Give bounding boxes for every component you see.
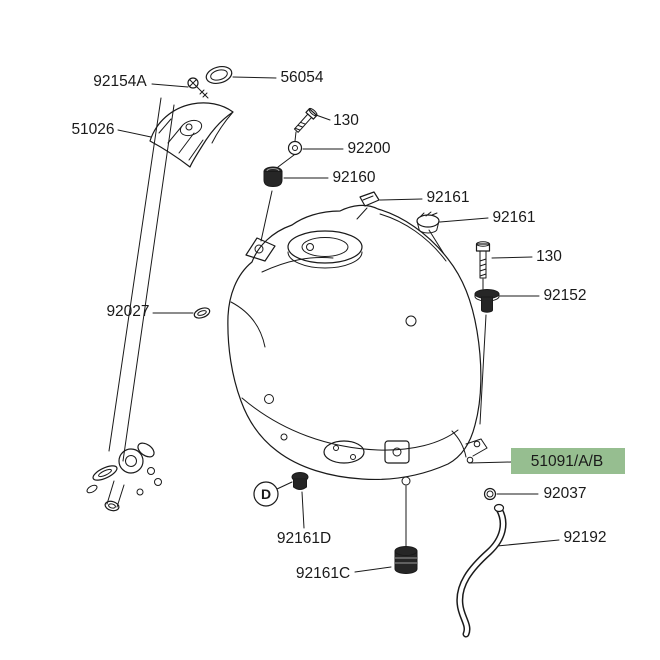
- part-rubber-cap-92161: [416, 211, 440, 234]
- part-label-92161c: 92161C: [296, 565, 350, 582]
- view-marker-d-label: D: [261, 486, 271, 502]
- front-mount-bracket: [245, 237, 276, 262]
- part-label-92160: 92160: [332, 169, 375, 186]
- view-marker-d: D: [253, 481, 279, 507]
- part-label-92027: 92027: [106, 303, 149, 320]
- fuel-tank-contours: [230, 213, 488, 458]
- part-label-92161-plate: 92161: [426, 189, 469, 206]
- part-hose-92192: [456, 503, 507, 638]
- cover-hatching: [158, 118, 204, 161]
- tank-side-hole-left: [264, 394, 274, 404]
- part-screw-92154a: [187, 77, 209, 99]
- filler-opening: [287, 230, 363, 269]
- part-label-130-rear: 130: [536, 248, 562, 265]
- fuel-tank: [227, 204, 488, 486]
- bottom-bracket: [384, 440, 481, 486]
- part-label-92154a: 92154A: [93, 73, 147, 90]
- fuel-tank-outline: [227, 204, 482, 480]
- part-cap-ring-56054: [205, 65, 233, 85]
- part-label-51091ab: 51091/A/B: [531, 453, 603, 470]
- petcock-outlet-tube: [106, 480, 125, 508]
- part-label-92152: 92152: [543, 287, 586, 304]
- part-label-56054: 56054: [280, 69, 323, 86]
- pump-plate: [323, 440, 365, 464]
- part-label-92161-cap: 92161: [492, 209, 535, 226]
- part-label-92200: 92200: [347, 140, 390, 157]
- highlighted-part-badge: 51091/A/B: [511, 448, 625, 474]
- cap-hatching: [419, 211, 438, 218]
- highlight-background: [511, 448, 625, 474]
- part-damper-92161c: [394, 546, 418, 574]
- part-label-92037: 92037: [543, 485, 586, 502]
- part-damper-92161d: [291, 472, 309, 490]
- part-oring-92037: [483, 487, 497, 501]
- part-grommet-92152: [474, 289, 500, 313]
- part-clip-92027: [193, 307, 211, 319]
- part-label-130-front: 130: [333, 112, 359, 129]
- part-label-92192: 92192: [563, 529, 606, 546]
- part-label-51026: 51026: [71, 121, 114, 138]
- part-cover-51026: [149, 102, 234, 168]
- part-bracket-plate-92161: [359, 191, 380, 207]
- part-bolt-130-rear: [475, 241, 491, 279]
- part-bolt-130-front: [293, 107, 318, 133]
- part-washer-92200: [287, 140, 303, 156]
- tank-side-hole-right: [405, 315, 417, 327]
- petcock-lever: [92, 465, 118, 481]
- part-petcock-assembly: [86, 442, 162, 512]
- part-label-92161d: 92161D: [277, 530, 331, 547]
- part-damper-92160: [263, 166, 283, 188]
- leader-lines: [108, 76, 560, 573]
